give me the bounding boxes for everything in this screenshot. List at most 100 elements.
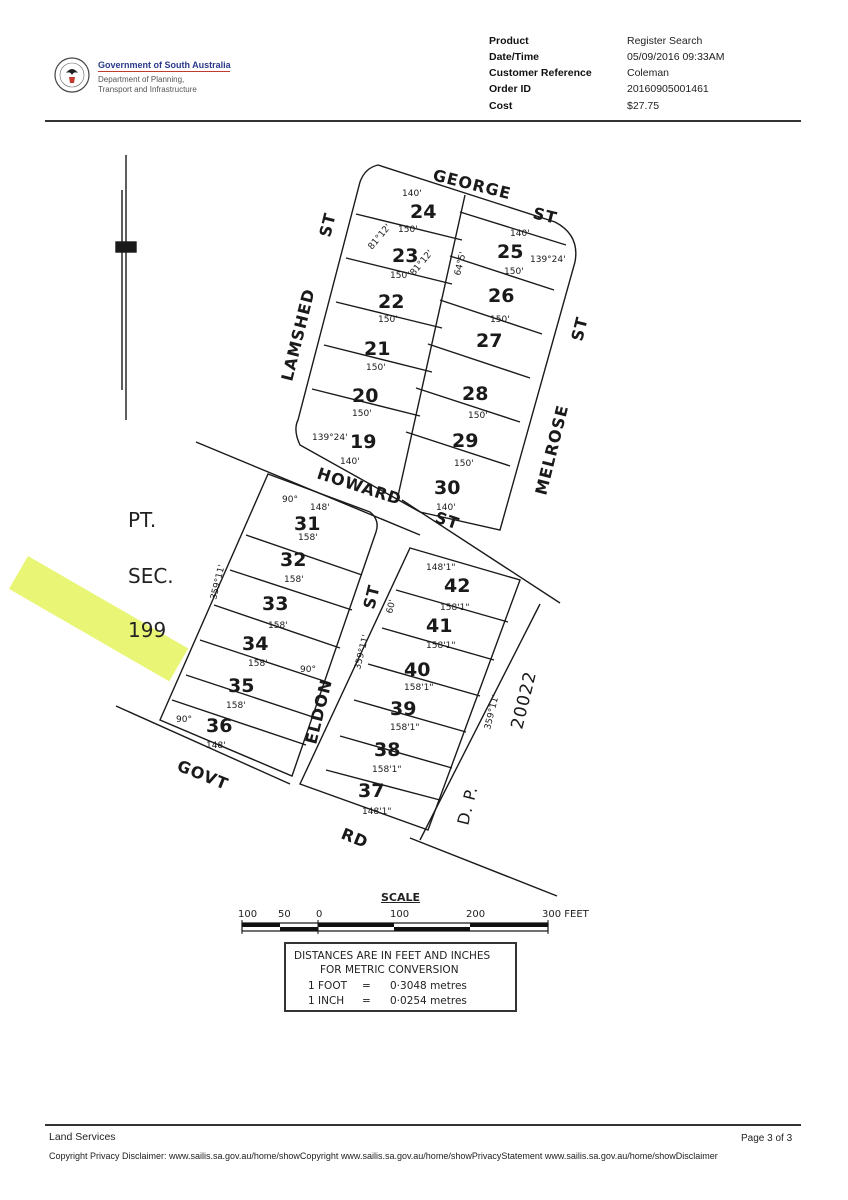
angle-359-11: 359°11' — [209, 564, 227, 601]
lot-41: 41 — [426, 615, 452, 637]
dim-150: 150' — [366, 363, 386, 373]
lot-33: 33 — [262, 593, 288, 615]
conversion-inch-eq: = — [362, 995, 371, 1007]
dim-158-1: 158'1" — [390, 723, 420, 733]
conversion-foot-eq: = — [362, 980, 371, 992]
lot-31: 31 — [294, 513, 320, 535]
footer-org: Land Services — [49, 1131, 116, 1143]
scale-title: SCALE — [381, 891, 421, 904]
dim-150: 150' — [504, 267, 524, 277]
dim-140: 140' — [436, 503, 456, 513]
dim-148: 148' — [310, 503, 330, 513]
scale-label-0: 0 — [316, 909, 323, 920]
dim-158-1: 158'1" — [426, 641, 456, 651]
dept-line-2: Transport and Infrastructure — [98, 85, 197, 94]
dim-158: 158' — [248, 659, 268, 669]
dim-150: 150' — [468, 411, 488, 421]
dim-60: 60' — [385, 599, 398, 615]
subdivision-plan: GEORGE ST LAMSHED ST MELROSE ST HOWARD S… — [115, 155, 592, 897]
meta-value-datetime: 05/09/2016 09:33AM — [627, 51, 725, 63]
section-sec-label: SEC. — [128, 564, 174, 588]
scale-label-200: 200 — [466, 909, 486, 920]
dim-148-1: 148'1" — [426, 563, 456, 573]
angle-139-24: 139°24' — [530, 255, 566, 265]
lot-34: 34 — [242, 633, 268, 655]
conversion-line-1: DISTANCES ARE IN FEET AND INCHES — [294, 950, 491, 962]
lot-38: 38 — [374, 739, 400, 761]
dim-140: 140' — [510, 229, 530, 239]
angle-64-5: 64°5' — [453, 251, 469, 277]
scale-label-50: 50 — [278, 909, 291, 920]
dim-150: 150' — [378, 315, 398, 325]
lot-20: 20 — [352, 385, 378, 407]
street-rd: RD — [339, 824, 372, 852]
dim-150: 150' — [454, 459, 474, 469]
meta-label-cost: Cost — [489, 100, 513, 112]
footer-divider — [45, 1124, 801, 1126]
lot-30: 30 — [434, 477, 460, 499]
dim-150: 150' — [398, 225, 418, 235]
lot-22: 22 — [378, 291, 404, 313]
conversion-foot-value: 0·3048 metres — [390, 980, 467, 992]
lot-27: 27 — [476, 330, 502, 352]
dim-158: 158' — [298, 533, 318, 543]
dim-150: 150' — [390, 271, 410, 281]
angle-359-11: 359°11' — [483, 694, 501, 731]
street-eldon-st: ST — [359, 583, 383, 611]
street-melrose-st: ST — [567, 315, 591, 343]
lot-25: 25 — [497, 241, 523, 263]
street-eldon: ELDON — [301, 677, 336, 746]
lot-36: 36 — [206, 715, 232, 737]
lot-23: 23 — [392, 245, 418, 267]
angle-90: 90° — [300, 665, 316, 675]
dp-label: D. P. — [453, 784, 481, 827]
meta-label-order-id: Order ID — [489, 83, 532, 95]
lot-29: 29 — [452, 430, 478, 452]
lot-24: 24 — [410, 201, 436, 223]
dim-158: 158' — [268, 621, 288, 631]
dim-158-1: 158'1" — [404, 683, 434, 693]
section-pt-label: PT. — [128, 508, 157, 532]
metric-conversion-box: DISTANCES ARE IN FEET AND INCHES FOR MET… — [284, 942, 517, 1012]
dim-148: 148' — [206, 741, 226, 751]
dim-140: 140' — [402, 189, 422, 199]
scale-bar — [241, 920, 549, 934]
dept-line-1: Department of Planning, — [98, 75, 185, 84]
street-govt: GOVT — [175, 756, 232, 794]
scale-label-100-left: 100 — [238, 909, 258, 920]
dim-158: 158' — [284, 575, 304, 585]
coat-of-arms-icon — [54, 57, 90, 93]
gov-title-rule — [98, 71, 230, 72]
street-lamshed-st: ST — [315, 211, 339, 239]
dim-150: 150' — [352, 409, 372, 419]
meta-label-customer-ref: Customer Reference — [489, 67, 592, 79]
lot-19: 19 — [350, 431, 376, 453]
scale-label-300-feet: 300 FEET — [542, 909, 589, 920]
conversion-inch-label: 1 INCH — [308, 995, 345, 1007]
footer-page-number: Page 3 of 3 — [741, 1133, 793, 1144]
meta-label-datetime: Date/Time — [489, 51, 539, 63]
header-divider — [45, 120, 801, 122]
meta-value-customer-ref: Coleman — [627, 67, 670, 79]
conversion-inch-value: 0·0254 metres — [390, 995, 467, 1007]
angle-139-24: 139°24' — [312, 433, 348, 443]
lot-26: 26 — [488, 285, 514, 307]
dim-158-1: 158'1" — [372, 765, 402, 775]
meta-label-product: Product — [489, 35, 529, 47]
lot-42: 42 — [444, 575, 470, 597]
north-arrow-icon — [115, 155, 137, 420]
lot-37: 37 — [358, 780, 384, 802]
meta-value-order-id: 20160905001461 — [627, 83, 709, 95]
dp-number: 20022 — [507, 669, 541, 731]
dim-140: 140' — [340, 457, 360, 467]
lot-39: 39 — [390, 698, 416, 720]
street-melrose: MELROSE — [531, 403, 572, 497]
lot-32: 32 — [280, 549, 306, 571]
lot-35: 35 — [228, 675, 254, 697]
conversion-foot-label: 1 FOOT — [308, 980, 348, 992]
footer-disclaimer: Copyright Privacy Disclaimer: www.sailis… — [49, 1151, 718, 1161]
street-lamshed: LAMSHED — [277, 287, 318, 383]
scale-label-100: 100 — [390, 909, 410, 920]
street-george-st: ST — [531, 203, 559, 227]
angle-81-12: 81°12' — [367, 223, 394, 252]
